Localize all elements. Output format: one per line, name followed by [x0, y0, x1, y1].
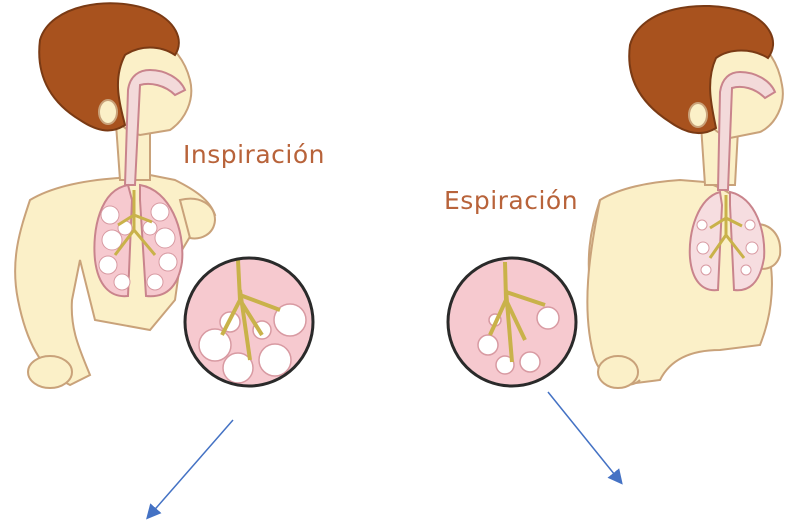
fist — [28, 356, 72, 388]
arrow-down-right — [548, 392, 619, 480]
ear — [99, 100, 117, 124]
label-expiration: Espiración — [444, 186, 578, 215]
alveoli-magnifier-exhale — [448, 258, 576, 386]
fist — [598, 356, 638, 388]
arrow-down-left — [150, 420, 233, 515]
alveoli-magnifier-inhale — [185, 258, 313, 386]
label-inspiration: Inspiración — [183, 140, 325, 169]
ear — [689, 103, 707, 127]
child-inhaling-figure — [15, 3, 313, 388]
